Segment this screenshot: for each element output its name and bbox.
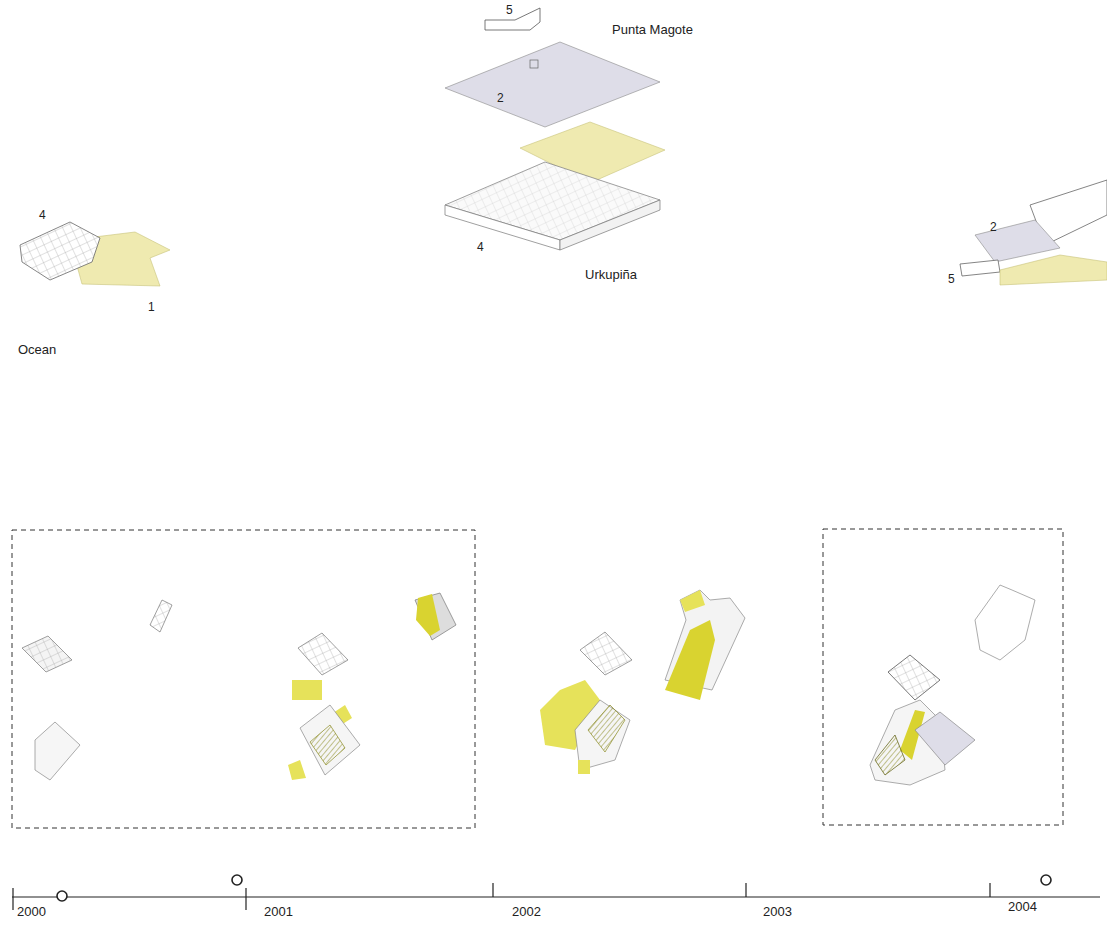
site-plan <box>298 633 348 675</box>
callout-number: 2 <box>990 220 997 234</box>
site-plan <box>888 655 940 700</box>
timeline-markers <box>57 875 1051 901</box>
year-label: 2003 <box>763 905 792 919</box>
site-plan <box>300 705 360 775</box>
hatched-area <box>588 705 625 752</box>
annex-box <box>960 260 1000 276</box>
dashed-frame <box>823 529 1063 825</box>
hatched-area <box>875 735 905 775</box>
site-plan <box>150 600 172 632</box>
year-label: 2004 <box>1008 900 1037 914</box>
callout-number: 5 <box>506 3 513 17</box>
site-plan <box>415 593 456 640</box>
site-plan <box>35 722 80 780</box>
purple-plane <box>975 220 1060 262</box>
year-label: 2002 <box>512 905 541 919</box>
platform-top <box>445 162 660 240</box>
small-box <box>530 60 538 68</box>
timeline-ticks <box>13 883 990 910</box>
callout-number: 2 <box>497 91 504 105</box>
yellow-area <box>416 594 440 636</box>
yellow-area <box>288 760 306 780</box>
dashed-frame <box>12 530 475 828</box>
yellow-area <box>680 590 705 612</box>
yellow-area <box>578 760 590 774</box>
building-grid <box>20 222 100 280</box>
yellow-area <box>292 680 322 700</box>
callout-number: 4 <box>39 208 46 222</box>
hatched-area <box>310 725 345 765</box>
place-name: Ocean <box>18 343 56 357</box>
purple-area <box>915 712 975 765</box>
purple-plane <box>445 42 660 127</box>
platform-grid <box>445 162 660 240</box>
place-name: Punta Magote <box>612 23 693 37</box>
site-grid <box>22 636 72 672</box>
site-plan <box>22 636 72 672</box>
callout-number: 1 <box>148 300 155 314</box>
place-name: Urkupiña <box>585 268 637 282</box>
building-block <box>20 222 100 280</box>
site-plan <box>575 700 630 770</box>
callout-number: 4 <box>477 240 484 254</box>
callout-number: 5 <box>948 272 955 286</box>
yellow-strip <box>1000 255 1107 285</box>
site-plan <box>975 585 1035 660</box>
timeline <box>12 896 1100 897</box>
site-plan <box>580 632 632 675</box>
year-label: 2001 <box>264 905 293 919</box>
yellow-area <box>665 620 715 700</box>
year-label: 2000 <box>17 905 46 919</box>
